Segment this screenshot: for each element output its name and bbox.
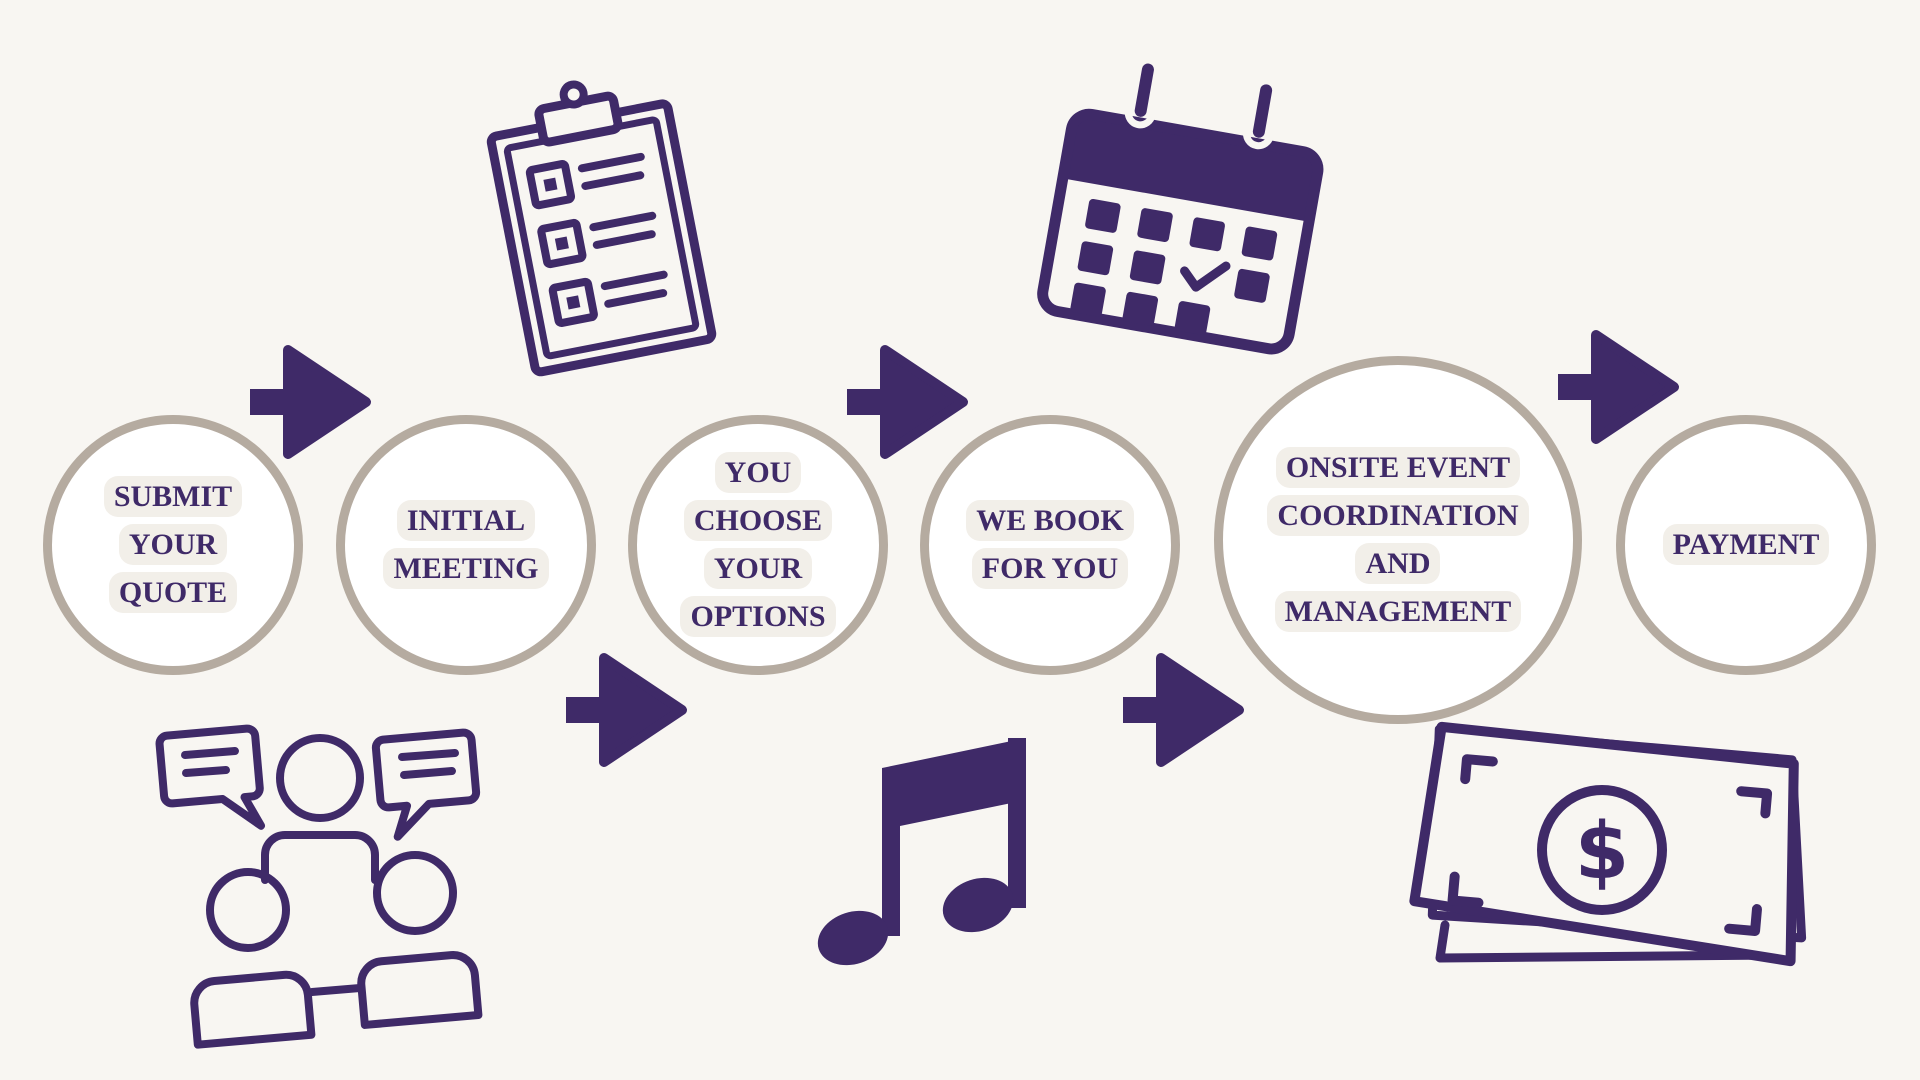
music-note-icon <box>817 738 1026 966</box>
step-submit-quote: SUBMIT YOUR QUOTE <box>43 415 303 675</box>
svg-text:$: $ <box>1575 807 1629 897</box>
arrow-right-icon <box>1558 330 1679 444</box>
step-label: YOU CHOOSE YOUR OPTIONS <box>680 449 836 641</box>
step-choose-options: YOU CHOOSE YOUR OPTIONS <box>628 415 888 675</box>
step-onsite-coordination: ONSITE EVENT COORDINATION AND MANAGEMENT <box>1214 356 1582 724</box>
step-label: ONSITE EVENT COORDINATION AND MANAGEMENT <box>1267 444 1529 636</box>
arrow-right-icon <box>250 345 371 459</box>
arrow-right-icon <box>566 653 687 767</box>
step-we-book: WE BOOK FOR YOU <box>920 415 1180 675</box>
step-label: WE BOOK FOR YOU <box>966 497 1134 593</box>
step-label: PAYMENT <box>1662 521 1830 569</box>
money-bills-icon: $ <box>1409 721 1807 967</box>
clipboard-checklist-icon <box>486 80 717 377</box>
arrow-right-icon <box>1123 653 1244 767</box>
people-discussion-icon <box>155 724 483 1049</box>
step-label: SUBMIT YOUR QUOTE <box>103 473 243 617</box>
step-initial-meeting: INITIAL MEETING <box>336 415 596 675</box>
calendar-check-icon <box>1037 63 1324 355</box>
step-label: INITIAL MEETING <box>383 497 549 593</box>
step-payment: PAYMENT <box>1616 415 1876 675</box>
arrow-right-icon <box>847 345 968 459</box>
